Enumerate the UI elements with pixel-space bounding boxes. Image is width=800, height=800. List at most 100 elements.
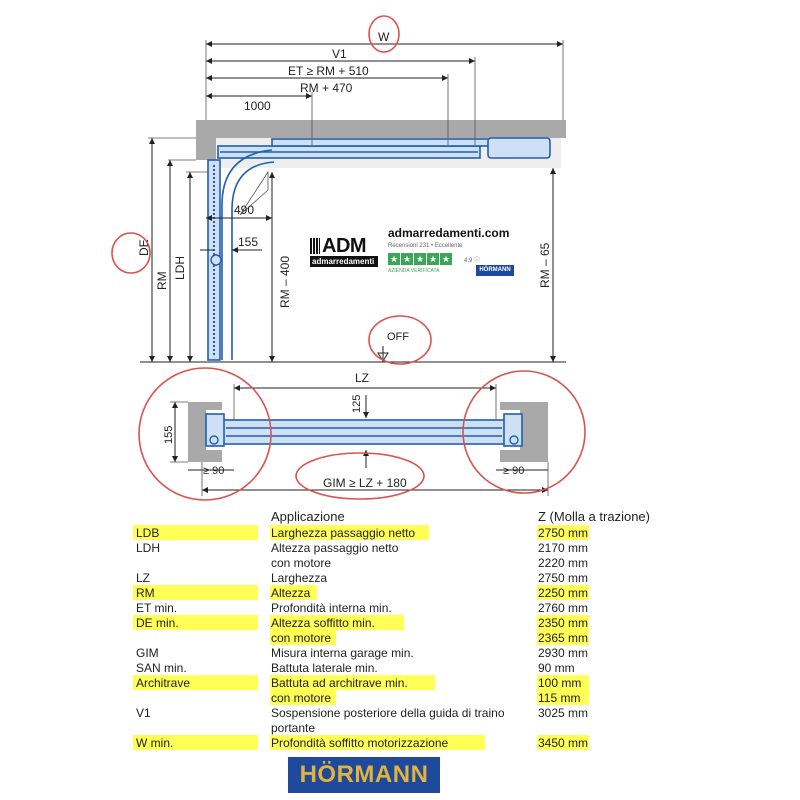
star-icon: ★ [414, 253, 426, 265]
cell-value: 2220 mm [538, 556, 589, 570]
cell-description: Battuta laterale min. [271, 661, 378, 675]
highlight-circle-right-jamb [462, 370, 586, 494]
highlight-mark [270, 735, 485, 750]
stamp-brand-logo: HÖRMANN [476, 265, 514, 276]
highlight-mark [537, 525, 589, 540]
dim-rm400: RM – 400 [278, 256, 292, 308]
installation-diagram: W V1 ET ≥ RM + 510 RM + 470 1000 490 155… [111, 15, 586, 501]
cell-code: GIM [136, 646, 159, 660]
dim-lz: LZ [355, 371, 369, 385]
table-row-line: portante [133, 720, 673, 735]
cell-description: con motore [271, 631, 332, 645]
star-icon: ★ [427, 253, 439, 265]
cell-value: 2750 mm [538, 526, 589, 540]
dim-rm470: RM + 470 [300, 81, 353, 95]
stamp-site: admarredamenti.com [388, 226, 510, 240]
cell-description: Larghezza passaggio netto [271, 526, 416, 540]
highlight-mark [270, 525, 429, 540]
table-row-line: DE min.Altezza soffitto min.2350 mm [133, 615, 673, 630]
stamp-verified: AZIENDA VERIFICATA [388, 268, 440, 274]
cell-value: 2760 mm [538, 601, 589, 615]
highlight-mark [537, 585, 589, 600]
cell-description: Misura interna garage min. [271, 646, 414, 660]
cell-value: 2930 mm [538, 646, 589, 660]
motor-unit [487, 137, 551, 159]
highlight-mark [537, 735, 589, 750]
star-icon: ★ [440, 253, 452, 265]
cell-description: Profondità soffitto motorizzazione [271, 736, 449, 750]
adm-logo-sub: admarredamenti [310, 256, 378, 267]
table-row: GIM Misura interna garage min. 2930 mm [133, 645, 673, 660]
highlight-mark [270, 675, 436, 690]
cell-value: 3025 mm [538, 706, 589, 720]
cell-value: 100 mm [538, 676, 582, 690]
cell-code: Architrave [136, 676, 191, 690]
dim-155-side: 155 [238, 235, 258, 249]
highlight-circle-gim [295, 452, 425, 500]
highlight-mark [270, 585, 318, 600]
header-application: Applicazione [271, 509, 345, 524]
table-row-line: SAN min.Battuta laterale min.90 mm [133, 660, 673, 675]
cell-description: portante [271, 721, 316, 735]
cell-value: 2170 mm [538, 541, 589, 555]
highlight-mark [537, 675, 589, 690]
ceiling-slab [196, 120, 566, 138]
dim-1000: 1000 [244, 99, 271, 113]
cell-description: Profondità interna min. [271, 601, 392, 615]
highlight-mark [133, 735, 258, 750]
table-row-line: GIM Misura interna garage min. 2930 mm [133, 645, 673, 660]
label-off: OFF [387, 331, 409, 343]
dim-155-plan: 155 [163, 426, 175, 444]
highlight-circle-de [111, 232, 151, 274]
cell-value: 115 mm [538, 691, 581, 705]
cell-code: LDH [136, 541, 161, 555]
highlight-mark [537, 690, 589, 705]
highlight-mark [270, 630, 336, 645]
cell-value: 2750 mm [538, 571, 589, 585]
stamp-rating: 4,9 ⓘ [464, 258, 481, 264]
table-row: ET min.Profondità interna min.2760 mm [133, 600, 673, 615]
cell-code: W min. [136, 736, 174, 750]
highlight-mark [537, 630, 589, 645]
cell-description: Larghezza [271, 571, 328, 585]
highlight-mark [537, 615, 589, 630]
adm-logo: ADM admarredamenti [310, 235, 378, 270]
dim-rm65: RM – 65 [538, 242, 552, 288]
highlight-mark [133, 675, 258, 690]
table-row-line: con motore 2220 mm [133, 555, 673, 570]
dim-ldh: LDH [173, 256, 187, 280]
watermark-stamp: ADM admarredamenti admarredamenti.com Re… [310, 222, 525, 288]
cell-code: DE min. [136, 616, 179, 630]
cell-code: V1 [136, 706, 151, 720]
highlight-mark [133, 585, 258, 600]
table-header: Applicazione Z (Molla a trazione) [133, 509, 673, 525]
lintel-wall [196, 138, 216, 160]
dim-gim: GIM ≥ LZ + 180 [323, 476, 407, 490]
star-icon: ★ [388, 253, 400, 265]
star-rating: ★ ★ ★ ★ ★ [388, 253, 452, 265]
table-row: SAN min.Battuta laterale min.90 mm [133, 660, 673, 675]
table-row-line: W min. Profondità soffitto motorizzazione… [133, 735, 673, 750]
cell-description: con motore [271, 556, 332, 570]
cell-value: 2350 mm [538, 616, 589, 630]
dim-rm: RM [155, 271, 169, 290]
highlight-circle-left-jamb [138, 367, 272, 501]
star-icon: ★ [401, 253, 413, 265]
dim-w: W [378, 30, 390, 44]
dim-ge90-left: ≥ 90 [203, 465, 224, 477]
plan-door-panel [215, 419, 513, 445]
cell-description: Altezza [271, 586, 311, 600]
stamp-reviews: Recensioni 231 • Eccellente [388, 243, 463, 249]
